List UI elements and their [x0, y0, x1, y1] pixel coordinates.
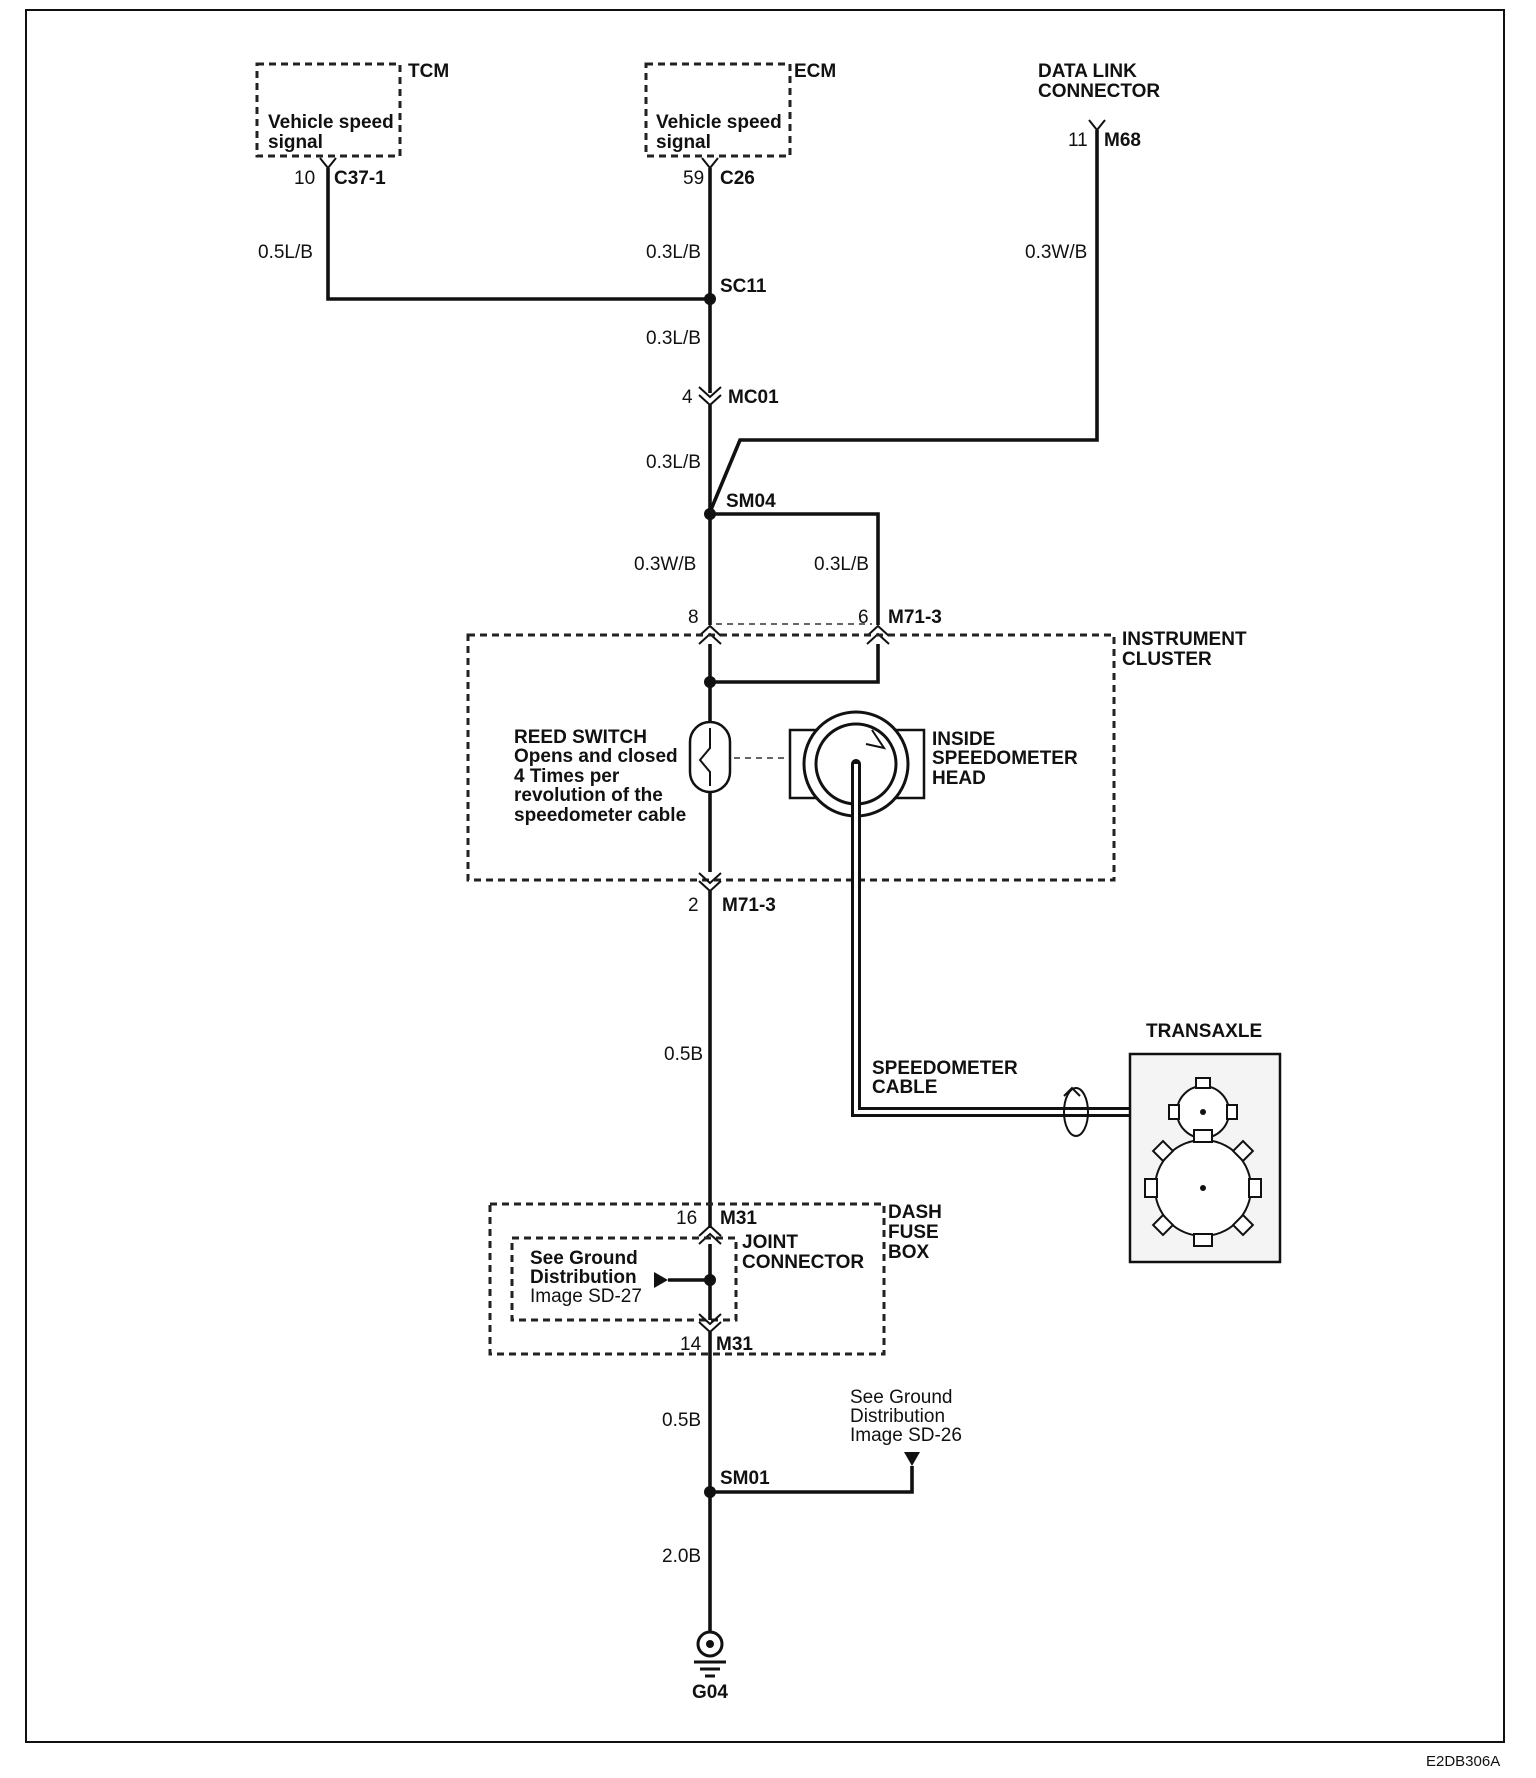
- m31-bottom-pin: 14: [680, 1334, 702, 1355]
- dash-fuse-box-label-line2: FUSE: [888, 1222, 939, 1243]
- sm04-pin8-wire-label: 0.3W/B: [634, 554, 696, 575]
- sm04-pin6-wire-label: 0.3L/B: [814, 554, 869, 575]
- data-link-connector: DATA LINK CONNECTOR 11 M68: [1038, 61, 1160, 151]
- sd27-ref-line3: Image SD-27: [530, 1286, 642, 1307]
- sd26-ref-line3: Image SD-26: [850, 1425, 962, 1446]
- splice-sc11-label: SC11: [720, 276, 767, 297]
- sd26-ref-line2: Distribution: [850, 1406, 945, 1427]
- m71-bottom-pin: 2: [688, 895, 699, 916]
- sd26-arrow-icon: [904, 1452, 920, 1466]
- sd27-ref-line1: See Ground: [530, 1248, 638, 1269]
- m31-top-name: M31: [720, 1208, 757, 1229]
- dlc-label-line1: DATA LINK: [1038, 61, 1137, 82]
- transaxle: TRANSAXLE: [1128, 1021, 1282, 1264]
- sd27-arrow-icon: [654, 1272, 668, 1288]
- sd27-ref-line2: Distribution: [530, 1267, 637, 1288]
- speedometer-cable-line1: SPEEDOMETER: [872, 1058, 1018, 1079]
- reed-switch-title: REED SWITCH: [514, 727, 647, 748]
- dash-fuse-box: DASH FUSE BOX 16 M31 JOINT CONNECTOR See…: [488, 1202, 942, 1356]
- dlc-label-line2: CONNECTOR: [1038, 81, 1160, 102]
- ecm-module: ECM Vehicle speed signal 59 C26: [644, 61, 836, 189]
- speedometer-head-rotation-arrow: [865, 729, 887, 750]
- ground-g04-label: G04: [692, 1682, 728, 1703]
- sm04-to-pin6-wire: [710, 512, 880, 625]
- ground-main-wire-label: 0.5B: [664, 1044, 703, 1065]
- speedometer-cable-rotation-icon: [1063, 1087, 1089, 1137]
- dash-fuse-box-label-line1: DASH: [888, 1202, 942, 1223]
- sc11-down-wire-label: 0.3L/B: [646, 328, 701, 349]
- tcm-wire-label: 0.5L/B: [258, 242, 313, 263]
- dlc-wire-label: 0.3W/B: [1025, 242, 1087, 263]
- connector-mc01: 4 MC01: [682, 386, 779, 408]
- splice-sm01-label: SM01: [720, 1468, 770, 1489]
- dlc-pin: 11: [1068, 130, 1088, 151]
- dash-fuse-box-label-line3: BOX: [888, 1242, 930, 1263]
- figure-code: E2DB306A: [1426, 1753, 1500, 1770]
- diagram-frame: [25, 9, 1505, 1743]
- fuse-down-wire-label: 0.5B: [662, 1410, 701, 1431]
- m71-bottom-name: M71-3: [722, 895, 776, 916]
- m71-top-pin-left: 8: [688, 607, 699, 628]
- reed-switch-contact: [698, 728, 711, 786]
- ecm-label: ECM: [794, 61, 836, 82]
- m71-top-name: M71-3: [888, 607, 942, 628]
- ecm-pin-symbol: [701, 157, 719, 170]
- tcm-pin: 10: [294, 168, 315, 189]
- dlc-wire: [708, 130, 1099, 513]
- splice-sm04-label: SM04: [726, 491, 776, 512]
- mc01-pin: 4: [682, 387, 693, 408]
- dlc-pin-symbol: [1088, 119, 1106, 132]
- joint-connector: [510, 1236, 738, 1322]
- tcm-module: TCM Vehicle speed signal 10 C37-1: [255, 61, 449, 189]
- tcm-label: TCM: [408, 61, 449, 82]
- connector-m71-top: 8 6 M71-3: [688, 607, 942, 645]
- reed-switch-line4: speedometer cable: [514, 805, 686, 826]
- tcm-text-line1: Vehicle speed: [268, 112, 394, 133]
- ground-final-wire-label: 2.0B: [662, 1546, 701, 1567]
- tcm-pin-symbol: [319, 157, 337, 170]
- mc01-down-wire-label: 0.3L/B: [646, 452, 701, 473]
- reed-switch-line3: revolution of the: [514, 785, 663, 806]
- speedometer-cable-line2: CABLE: [872, 1077, 937, 1098]
- mc01-name: MC01: [728, 387, 779, 408]
- speedometer-head-line3: HEAD: [932, 768, 986, 789]
- reed-switch-line2: 4 Times per: [514, 766, 620, 787]
- ecm-wire-label: 0.3L/B: [646, 242, 701, 263]
- joint-connector-label-line2: CONNECTOR: [742, 1252, 864, 1273]
- m71-top-pin-right: 6: [858, 607, 869, 628]
- sd26-ref-line1: See Ground: [850, 1387, 952, 1408]
- ecm-connector: C26: [720, 168, 755, 189]
- ecm-pin: 59: [683, 168, 704, 189]
- ground-g04-icon: [694, 1630, 726, 1678]
- speedometer-cable-core: [854, 764, 1195, 1114]
- ecm-text-line1: Vehicle speed: [656, 112, 782, 133]
- m31-bottom-name: M31: [716, 1334, 753, 1355]
- instrument-cluster-label-line2: CLUSTER: [1122, 649, 1212, 670]
- speedometer-cable: SPEEDOMETER CABLE: [851, 764, 1195, 1137]
- m31-top-pin: 16: [676, 1208, 697, 1229]
- tcm-wire: [326, 168, 710, 301]
- tcm-text-line2: signal: [268, 132, 323, 153]
- speedometer-head-line1: INSIDE: [932, 729, 995, 750]
- instrument-cluster-label-line1: INSTRUMENT: [1122, 629, 1247, 650]
- transaxle-large-gear-icon: [1144, 1129, 1262, 1247]
- tcm-connector: C37-1: [334, 168, 386, 189]
- ecm-text-line2: signal: [656, 132, 711, 153]
- m31-top-connector-symbol: [698, 1224, 722, 1245]
- joint-connector-label-line1: JOINT: [742, 1232, 798, 1253]
- cluster-internal-wire: [708, 644, 880, 684]
- dlc-connector: M68: [1104, 130, 1141, 151]
- transaxle-label: TRANSAXLE: [1146, 1021, 1262, 1042]
- instrument-cluster: INSTRUMENT CLUSTER REED SWITCH Opens and…: [466, 629, 1247, 882]
- reed-switch-line1: Opens and closed: [514, 746, 678, 767]
- speedometer-head-line2: SPEEDOMETER: [932, 748, 1078, 769]
- speedometer-cable-rotation-arrow: [1063, 1086, 1081, 1097]
- sm01-to-sd26-wire: [710, 1466, 914, 1494]
